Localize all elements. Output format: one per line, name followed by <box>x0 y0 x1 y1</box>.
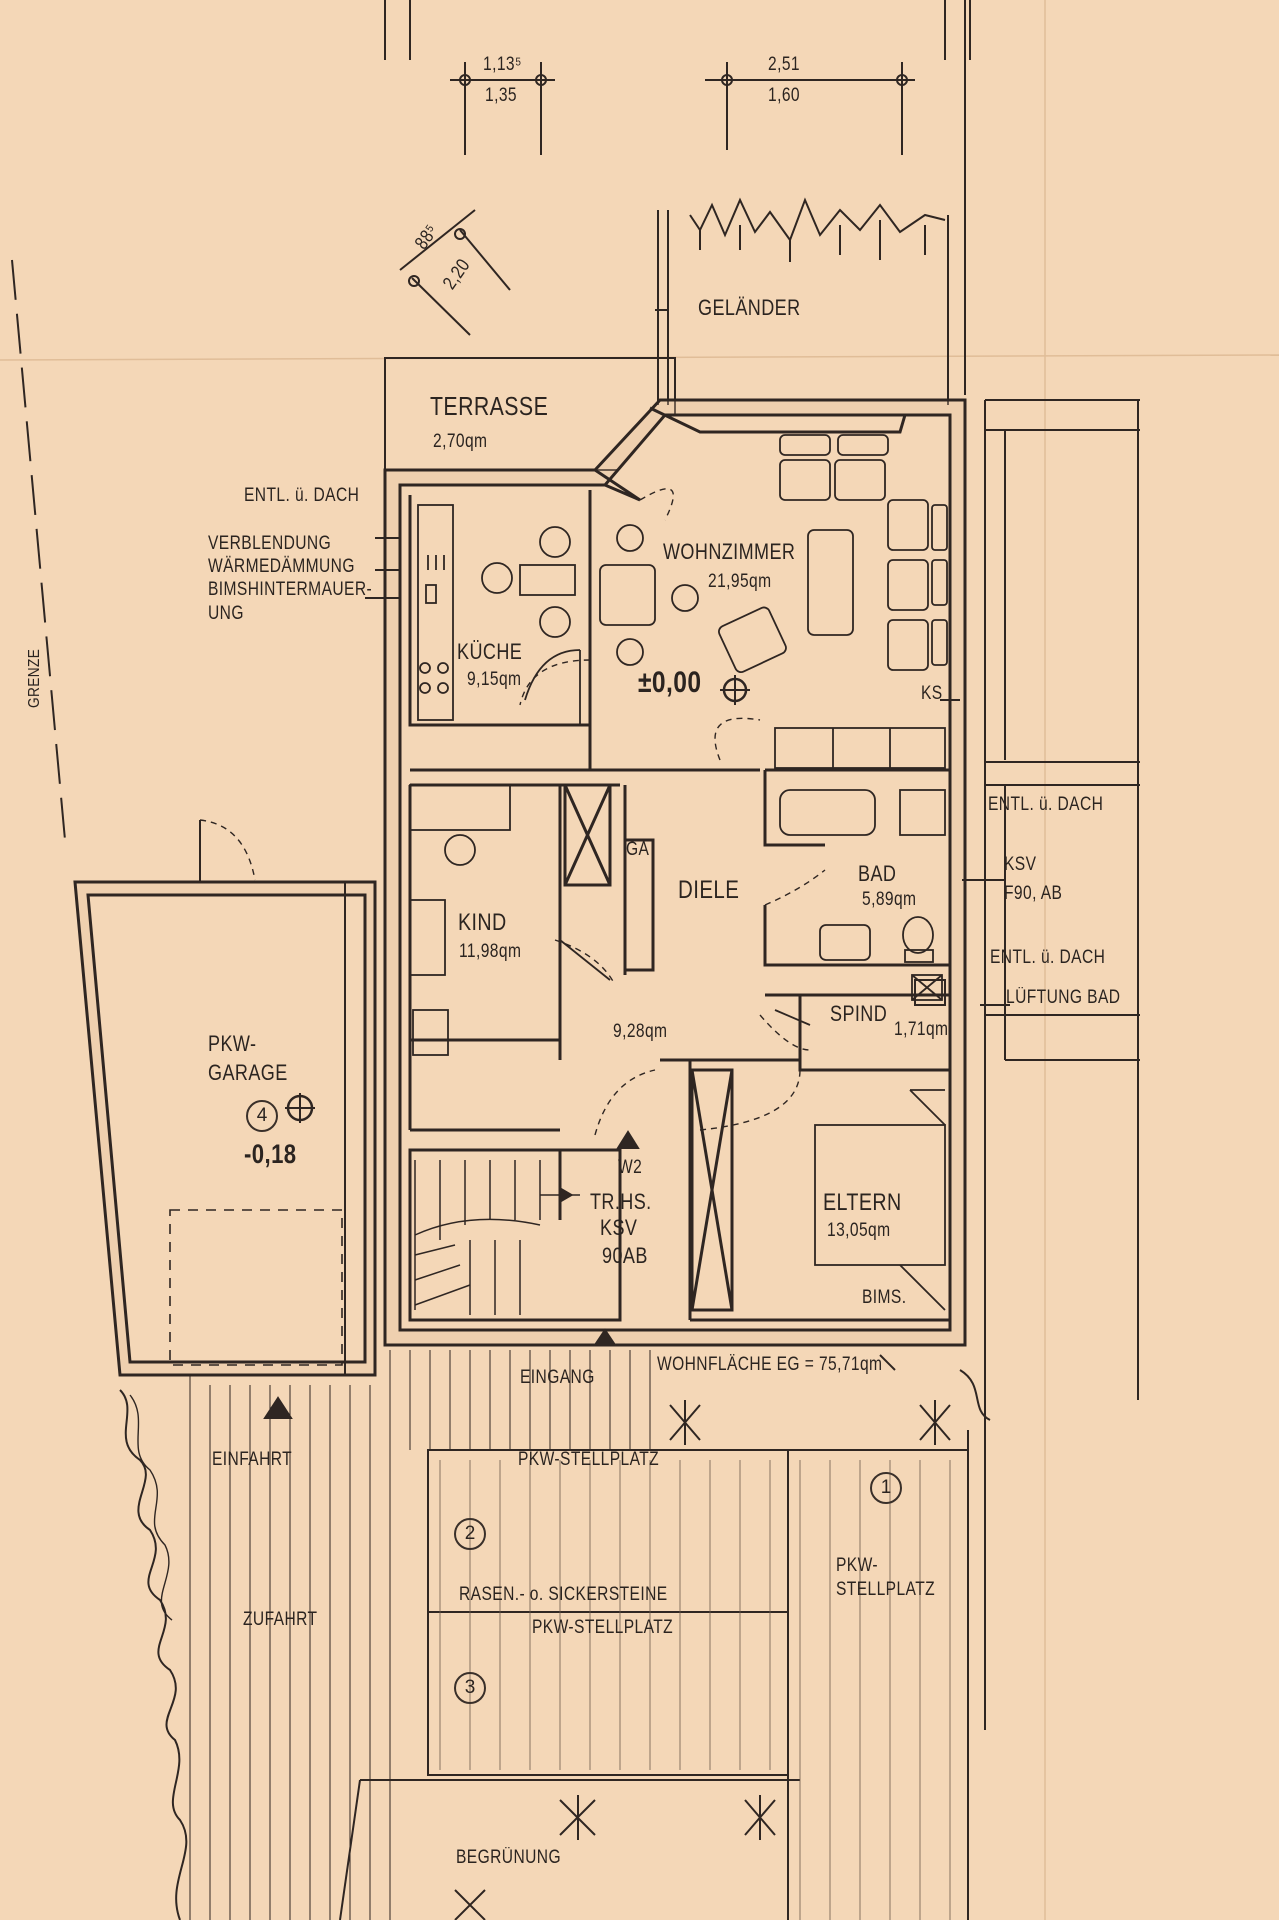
staircase <box>414 1160 580 1315</box>
label-ga: GA <box>626 839 650 860</box>
zufahrt-hatching <box>189 1350 651 1920</box>
label-terrasse-area: 2,70qm <box>433 431 488 452</box>
dimension-top-left <box>450 62 555 155</box>
label-90ab: 90AB <box>602 1243 648 1268</box>
label-wohnflaeche: WOHNFLÄCHE EG = 75,71qm <box>657 1354 883 1375</box>
label-kueche-area: 9,15qm <box>467 669 522 690</box>
railing <box>657 0 966 405</box>
door-swings <box>199 488 826 1136</box>
label-kind-area: 11,98qm <box>459 941 522 962</box>
label-spind-area: 1,71qm <box>894 1019 949 1040</box>
label-pkw-stellplatz-mid: PKW-STELLPLATZ <box>532 1617 674 1638</box>
furniture-wohnzimmer <box>599 434 948 769</box>
label-ksv-right: KSV <box>1004 854 1037 875</box>
label-wohnzimmer-area: 21,95qm <box>708 571 772 592</box>
label-bad-area: 5,89qm <box>862 889 917 910</box>
label-zufahrt: ZUFAHRT <box>243 1609 318 1630</box>
label-pkw-stellplatz-top: PKW-STELLPLATZ <box>518 1449 660 1470</box>
neighbour-plots <box>984 399 1140 1730</box>
label-spind: SPIND <box>830 1001 888 1026</box>
label-entl-dach-right-2: ENTL. ü. DACH <box>990 947 1106 968</box>
label-bims: BIMS. <box>862 1287 907 1308</box>
furniture-kind <box>409 784 511 1056</box>
label-f90: F90, AB <box>1004 883 1063 904</box>
furniture-kueche <box>417 504 581 725</box>
label-garage-level: -0,18 <box>244 1139 297 1169</box>
label-diele-area: 9,28qm <box>613 1021 668 1042</box>
w2-arrow <box>616 1130 640 1149</box>
dimension-diagonal <box>399 209 511 336</box>
label-entl-dach-right-1: ENTL. ü. DACH <box>988 794 1104 815</box>
dim-top-right-upper: 2,51 <box>768 54 800 75</box>
label-wohnzimmer: WOHNZIMMER <box>663 539 796 564</box>
label-entl-dach-left: ENTL. ü. DACH <box>244 485 360 506</box>
label-level-main: ±0,00 <box>638 666 702 699</box>
dim-top-right-lower: 1,60 <box>768 85 800 106</box>
label-lueftung-bad: LÜFTUNG BAD <box>1006 987 1121 1008</box>
stellplaetze <box>339 1430 969 1920</box>
label-wall-note: VERBLENDUNG WÄRMEDÄMMUNG BIMSHINTERMAUER… <box>208 533 373 624</box>
marker-1: 1 <box>870 1472 902 1504</box>
label-ks: KS <box>921 683 943 704</box>
furniture-eltern <box>814 1089 946 1311</box>
label-einfahrt: EINFAHRT <box>212 1449 293 1470</box>
entrance-arrow <box>593 1328 617 1346</box>
house-walls <box>383 398 967 1347</box>
marker-3: 3 <box>454 1672 486 1704</box>
label-grenze: GRENZE <box>26 648 43 708</box>
label-w2: W2 <box>618 1157 643 1178</box>
dimension-top-right <box>705 62 915 155</box>
marker-4: 4 <box>246 1100 278 1132</box>
label-kind: KIND <box>458 909 507 936</box>
plant-symbols <box>454 1354 991 1920</box>
garage <box>73 820 377 1377</box>
property-boundary <box>11 259 66 841</box>
dim-top-left-upper: 1,13⁵ <box>483 54 522 75</box>
einfahrt-arrow <box>263 1396 293 1419</box>
label-kueche: KÜCHE <box>457 639 523 664</box>
label-bad: BAD <box>858 861 897 886</box>
label-ksv-stair: KSV <box>600 1215 638 1240</box>
label-terrasse: TERRASSE <box>430 391 549 421</box>
dim-top-left-lower: 1,35 <box>485 85 517 106</box>
label-eingang: EINGANG <box>520 1367 595 1388</box>
label-eltern-area: 13,05qm <box>827 1220 891 1241</box>
hedge <box>119 1389 188 1920</box>
label-diele: DIELE <box>678 876 740 904</box>
marker-2: 2 <box>454 1518 486 1550</box>
label-pkw-stellplatz-right: PKW- STELLPLATZ <box>836 1555 936 1600</box>
label-rasen: RASEN.- o. SICKERSTEINE <box>459 1584 668 1605</box>
label-begruenung: BEGRÜNUNG <box>456 1847 561 1868</box>
label-eltern: ELTERN <box>823 1189 902 1216</box>
label-pkw-garage: PKW- GARAGE <box>208 1031 288 1085</box>
label-gelaender: GELÄNDER <box>698 295 801 320</box>
spind <box>798 979 946 1060</box>
label-trhs: TR.HS. <box>590 1189 652 1214</box>
